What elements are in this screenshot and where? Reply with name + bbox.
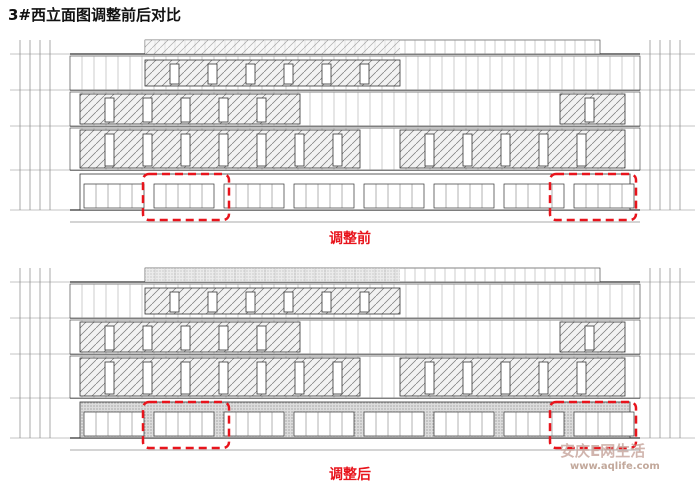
window — [294, 361, 305, 395]
window — [256, 133, 267, 167]
storefront — [83, 183, 145, 209]
roof-parapet — [145, 268, 400, 282]
window — [576, 361, 587, 395]
storefront — [153, 411, 215, 437]
window — [142, 325, 153, 351]
window — [218, 97, 229, 123]
window — [245, 291, 256, 313]
window — [359, 291, 370, 313]
window — [218, 361, 229, 395]
window — [576, 133, 587, 167]
window — [584, 97, 595, 123]
window — [104, 325, 115, 351]
window — [424, 133, 435, 167]
window — [180, 325, 191, 351]
storefront — [433, 183, 495, 209]
window — [538, 133, 549, 167]
second-floor-band-right — [399, 129, 626, 169]
storefront — [363, 411, 425, 437]
second-floor-band-right — [399, 357, 626, 397]
window — [462, 361, 473, 395]
window — [218, 133, 229, 167]
window — [500, 133, 511, 167]
storefront — [503, 411, 565, 437]
window — [294, 133, 305, 167]
window — [207, 63, 218, 85]
window — [321, 291, 332, 313]
window — [169, 291, 180, 313]
after-label: 调整后 — [329, 467, 371, 483]
window — [500, 361, 511, 395]
window — [180, 97, 191, 123]
storefront — [573, 183, 635, 209]
storefront — [153, 183, 215, 209]
window — [169, 63, 180, 85]
window — [332, 133, 343, 167]
highlight-box-right — [548, 172, 638, 222]
fourth-floor-band — [144, 59, 401, 87]
window — [359, 63, 370, 85]
storefront — [223, 183, 285, 209]
window — [321, 63, 332, 85]
storefront — [293, 411, 355, 437]
window — [142, 97, 153, 123]
window — [104, 361, 115, 395]
storefront — [503, 183, 565, 209]
window — [142, 361, 153, 395]
window — [332, 361, 343, 395]
window — [256, 97, 267, 123]
highlight-box-left — [141, 172, 231, 222]
window — [283, 63, 294, 85]
window — [256, 361, 267, 395]
window — [218, 325, 229, 351]
window — [256, 325, 267, 351]
storefront — [83, 411, 145, 437]
window — [104, 133, 115, 167]
window — [245, 63, 256, 85]
window — [584, 325, 595, 351]
window — [180, 361, 191, 395]
storefront — [293, 183, 355, 209]
window — [283, 291, 294, 313]
window — [424, 361, 435, 395]
storefront — [363, 183, 425, 209]
storefront — [223, 411, 285, 437]
roof-parapet — [145, 40, 400, 54]
storefront — [573, 411, 635, 437]
window — [462, 133, 473, 167]
watermark: 安庆E网生活 www.aqlife.com — [560, 442, 660, 472]
storefront — [433, 411, 495, 437]
page-title: 3#西立面图调整前后对比 — [8, 6, 182, 24]
highlight-box-right — [548, 400, 638, 450]
highlight-box-left — [141, 400, 231, 450]
before-label: 调整前 — [329, 231, 371, 247]
window — [142, 133, 153, 167]
window — [104, 97, 115, 123]
window — [538, 361, 549, 395]
fourth-floor-band — [144, 287, 401, 315]
window — [180, 133, 191, 167]
window — [207, 291, 218, 313]
